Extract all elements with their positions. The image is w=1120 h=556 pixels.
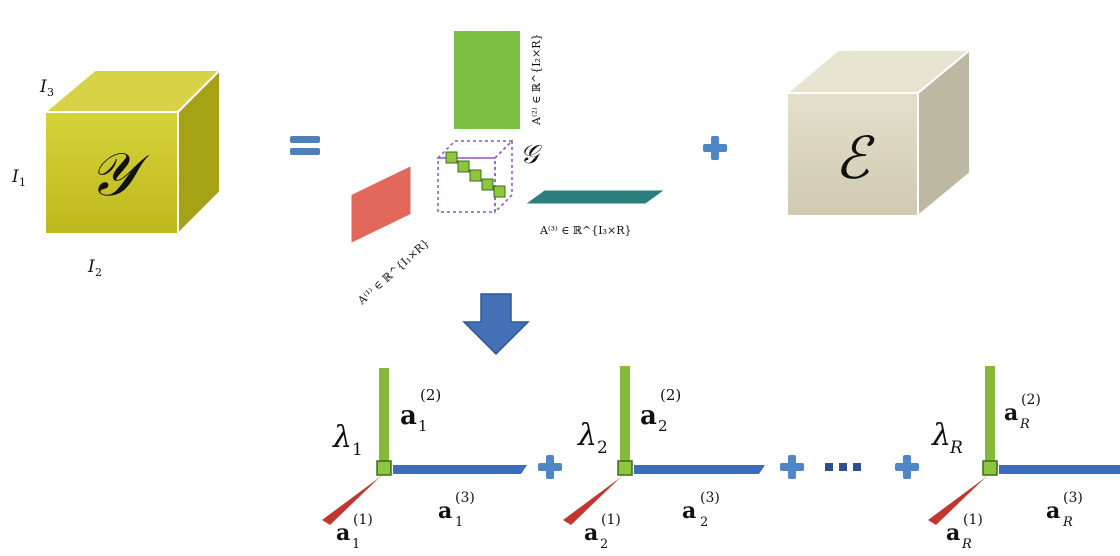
lambda-r-symbol: λ <box>931 418 951 453</box>
dim-i3-label: I 3 <box>39 77 54 99</box>
a1-3-symbol: a <box>438 498 452 524</box>
core-element <box>617 460 633 476</box>
lambda-1-sub: 1 <box>352 440 363 460</box>
svg-text:I: I <box>39 77 47 97</box>
error-tensor-symbol: ℰ <box>834 124 875 192</box>
a2-1-symbol: a <box>584 520 598 546</box>
svg-text:(2): (2) <box>420 386 441 404</box>
rank-one-term-r: λ R a (2) R a (1) R a (3) R <box>928 366 1120 552</box>
svg-text:3: 3 <box>47 86 54 99</box>
vector-a3-bar <box>393 465 527 474</box>
factor-a2-label: A⁽²⁾ ∈ ℝ^{I₂×R} <box>530 33 543 126</box>
svg-text:2: 2 <box>700 515 708 530</box>
dim-i1-label: I 1 <box>11 167 26 189</box>
vector-a1-bar <box>563 474 624 525</box>
core-tensor-label: 𝒢 <box>520 140 543 170</box>
svg-text:1: 1 <box>19 176 26 189</box>
factor-a3-label: A⁽³⁾ ∈ ℝ^{I₃×R} <box>539 224 632 237</box>
svg-text:(3): (3) <box>700 490 720 506</box>
core-element <box>982 460 998 476</box>
a1-2-symbol: a <box>400 401 417 431</box>
ar-1-symbol: a <box>946 520 960 546</box>
plus-sign-1 <box>538 455 562 479</box>
plus-sign-error <box>703 136 727 160</box>
lambda-r-sub: R <box>949 438 963 458</box>
rank-one-term-1: λ 1 a (2) 1 a (1) 1 a (3) 1 <box>322 368 527 552</box>
svg-text:R: R <box>1019 417 1030 432</box>
svg-text:2: 2 <box>600 537 608 552</box>
svg-text:1: 1 <box>418 417 428 435</box>
vector-a1-bar <box>928 474 989 525</box>
ellipsis <box>825 463 861 471</box>
vector-a3-bar <box>999 465 1120 474</box>
dim-i2-label: I 2 <box>87 257 102 279</box>
svg-text:(3): (3) <box>455 490 475 506</box>
vector-a1-bar <box>322 474 383 525</box>
svg-text:(1): (1) <box>601 512 621 528</box>
vector-a3-bar <box>634 465 765 474</box>
a2-2-symbol: a <box>640 401 657 431</box>
svg-text:(2): (2) <box>1021 392 1041 408</box>
svg-text:I: I <box>11 167 19 187</box>
svg-text:(3): (3) <box>1063 490 1083 506</box>
ar-2-symbol: a <box>1004 400 1018 426</box>
tensor-y-cube: 𝒴 <box>42 67 223 237</box>
svg-text:1: 1 <box>352 537 360 552</box>
rank-one-term-2: λ 2 a (2) 2 a (1) 2 a (3) 2 <box>563 366 765 552</box>
svg-text:(1): (1) <box>353 512 373 528</box>
plus-sign-3 <box>895 455 919 479</box>
svg-text:2: 2 <box>95 266 102 279</box>
factor-matrix-a1 <box>348 161 414 248</box>
vector-a2-bar <box>620 366 630 463</box>
svg-text:(2): (2) <box>660 386 681 404</box>
svg-text:1: 1 <box>455 515 463 530</box>
a2-3-symbol: a <box>682 498 696 524</box>
lambda-1-symbol: λ <box>332 420 352 455</box>
core-tensor <box>436 139 514 214</box>
a1-1-symbol: a <box>336 520 350 546</box>
vector-a2-bar <box>985 366 995 463</box>
factor-matrix-a3 <box>517 187 673 207</box>
lambda-2-sub: 2 <box>597 438 608 458</box>
ar-3-symbol: a <box>1046 498 1060 524</box>
svg-text:R: R <box>1062 515 1073 530</box>
svg-text:I: I <box>87 257 95 277</box>
svg-text:(1): (1) <box>963 512 983 528</box>
factor-matrix-a2 <box>450 27 524 133</box>
core-element <box>376 460 392 476</box>
svg-text:2: 2 <box>658 417 668 435</box>
plus-sign-2 <box>780 455 804 479</box>
vector-a2-bar <box>379 368 389 463</box>
error-tensor-cube: ℰ <box>784 47 973 219</box>
lambda-2-symbol: λ <box>577 418 597 453</box>
down-arrow-icon <box>462 293 530 356</box>
factor-a1-label: A⁽¹⁾ ∈ ℝ^{I₁×R} <box>355 236 432 308</box>
svg-text:R: R <box>961 537 972 552</box>
equals-sign <box>290 136 320 155</box>
